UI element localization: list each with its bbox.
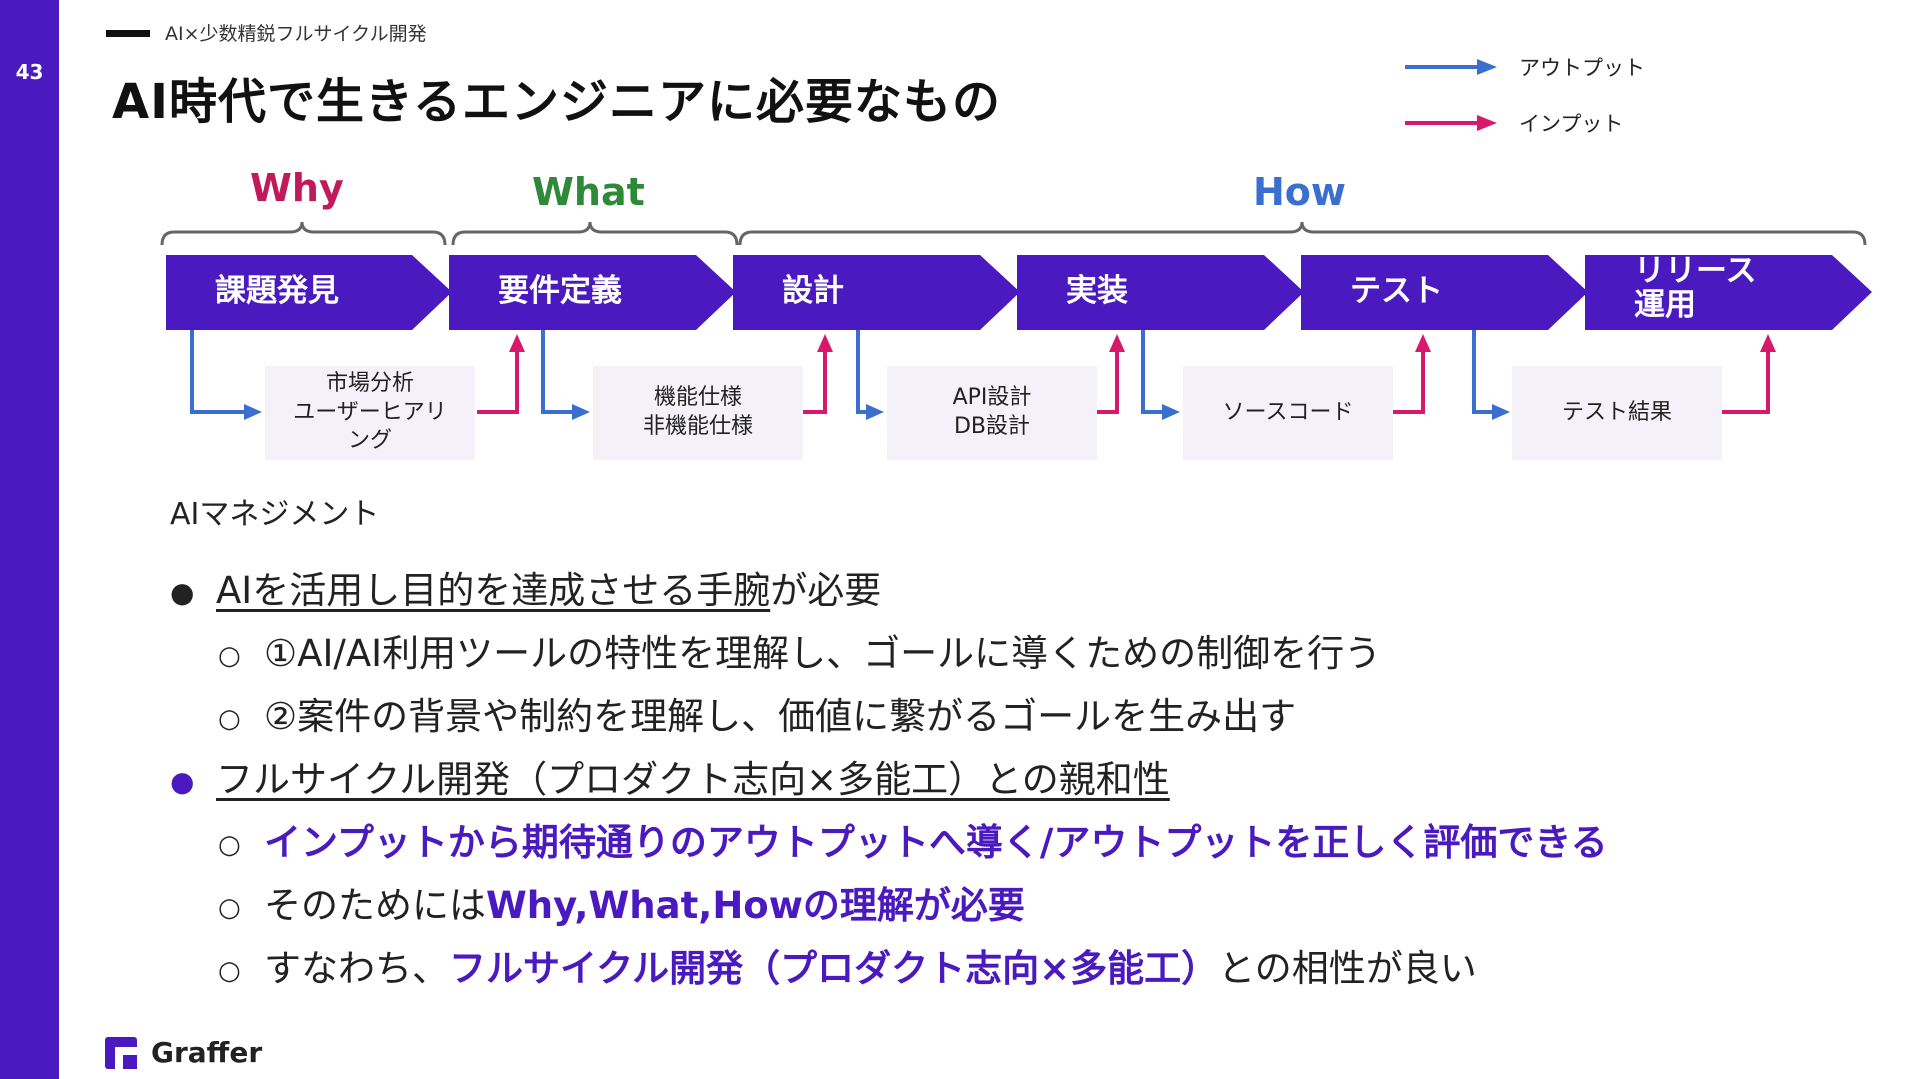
artifact-text: テスト結果	[1561, 399, 1672, 425]
step-label-release-line2: 運用	[1634, 287, 1696, 324]
graffer-logo-icon	[105, 1036, 137, 1069]
legend-input-label: インプット	[1519, 112, 1624, 136]
step-chevrons	[166, 255, 1872, 330]
step-label-test: テスト	[1350, 273, 1443, 309]
step-label-issue-discovery: 課題発見	[215, 273, 339, 309]
section-label: AIマネジメント	[170, 497, 380, 532]
bullet-2-1-text: インプットから期待通りのアウトプットへ導く/アウトプットを正しく評価できる	[264, 821, 1608, 864]
page-number: 43	[15, 60, 44, 84]
artifact-text: ング	[347, 428, 392, 454]
output-arrow-icon	[1405, 59, 1497, 75]
legend-output-label: アウトプット	[1519, 56, 1645, 80]
step-label-release-line1: リリース	[1634, 253, 1757, 289]
bullet-2-2-plain: そのためには	[264, 884, 486, 927]
artifact-text: 市場分析	[325, 371, 414, 397]
bullet-1-1-text: ①AI/AI利用ツールの特性を理解し、ゴールに導くための制御を行う	[264, 632, 1382, 675]
bullet-1-2-text: ②案件の背景や制約を理解し、価値に繋がるゴールを生み出す	[264, 695, 1297, 738]
artifact-box-design: API設計 DB設計	[887, 366, 1097, 460]
artifact-text: API設計	[952, 385, 1032, 411]
phase-braces	[160, 221, 1867, 246]
step-arrow-2	[449, 255, 736, 330]
bullet-2-3-accent: フルサイクル開発（プロダクト志向×多能工）	[449, 947, 1219, 990]
bullet-2-2-accent: Why,What,Howの理解が必要	[486, 884, 1025, 927]
brace-how	[738, 221, 1867, 246]
step-arrow-3	[733, 255, 1020, 330]
page-title: AI時代で生きるエンジニアに必要なもの	[112, 74, 1002, 130]
bullet-1: ● AIを活用し目的を達成させる手腕が必要	[170, 560, 881, 614]
step-arrow-5	[1301, 255, 1588, 330]
bullet-2-3: ○ すなわち、フルサイクル開発（プロダクト志向×多能工）との相性が良い	[218, 938, 1477, 992]
step-label-design: 設計	[782, 273, 844, 309]
output-arrowheads	[244, 404, 1510, 420]
bullet-1-rest: が必要	[770, 569, 882, 612]
step-arrow-4	[1017, 255, 1304, 330]
input-arrowheads	[509, 334, 1776, 352]
artifact-box-spec: 機能仕様 非機能仕様	[593, 366, 803, 460]
bullet-2-3-tail: との相性が良い	[1218, 947, 1477, 990]
logo-text: Graffer	[151, 1036, 263, 1069]
step-label-implementation: 実装	[1066, 273, 1128, 309]
phase-what-label: What	[532, 170, 645, 214]
graffer-logo: Graffer	[105, 1036, 262, 1069]
step-label-requirements: 要件定義	[498, 273, 622, 309]
bullet-marker: ●	[170, 576, 195, 609]
output-arrows	[190, 330, 1494, 414]
bullet-2-3-plain: すなわち、	[264, 947, 449, 990]
bullet-2: ● フルサイクル開発（プロダクト志向×多能工）との親和性	[170, 749, 1170, 803]
artifact-box-market: 市場分析 ユーザーヒアリ ング	[265, 366, 475, 460]
brace-what	[451, 221, 739, 246]
bullet-1-1: ○ ①AI/AI利用ツールの特性を理解し、ゴールに導くための制御を行う	[218, 623, 1381, 677]
artifact-text: 非機能仕様	[642, 414, 753, 439]
bullet-2-1: ○ インプットから期待通りのアウトプットへ導く/アウトプットを正しく評価できる	[218, 812, 1608, 866]
side-bar	[0, 0, 59, 1079]
step-arrow-1	[166, 255, 452, 330]
bullet-1-underlined: AIを活用し目的を達成させる手腕	[216, 569, 771, 612]
input-arrows	[477, 350, 1770, 414]
bullet-2-text: フルサイクル開発（プロダクト志向×多能工）との親和性	[216, 758, 1170, 801]
legend-input: インプット	[1405, 108, 1623, 138]
bullet-marker: ●	[170, 765, 195, 798]
bullet-2-2: ○ そのためにはWhy,What,Howの理解が必要	[218, 875, 1025, 929]
bullet-1-2: ○ ②案件の背景や制約を理解し、価値に繋がるゴールを生み出す	[218, 686, 1296, 740]
process-diagram	[160, 221, 1872, 420]
bullet-marker: ○	[218, 640, 241, 671]
breadcrumb-line	[106, 30, 150, 37]
bullet-marker: ○	[218, 892, 241, 923]
artifact-text: DB設計	[953, 414, 1031, 439]
phase-why-label: Why	[250, 166, 344, 210]
legend-output: アウトプット	[1405, 52, 1645, 82]
step-arrow-6	[1585, 255, 1872, 330]
phase-how-label: How	[1253, 170, 1347, 214]
step-label-release: リリース 運用	[1634, 254, 1756, 322]
input-arrow-icon	[1405, 115, 1497, 131]
brace-why	[160, 221, 447, 246]
artifact-box-test-result: テスト結果	[1512, 366, 1722, 460]
artifact-box-code: ソースコード	[1183, 366, 1393, 460]
bullet-marker: ○	[218, 955, 241, 986]
breadcrumb: AI×少数精鋭フルサイクル開発	[165, 23, 427, 45]
artifact-text: ユーザーヒアリ	[293, 399, 447, 425]
artifact-text: ソースコード	[1222, 399, 1354, 425]
artifact-text: 機能仕様	[653, 385, 742, 411]
bullet-marker: ○	[218, 703, 241, 734]
bullet-marker: ○	[218, 829, 241, 860]
